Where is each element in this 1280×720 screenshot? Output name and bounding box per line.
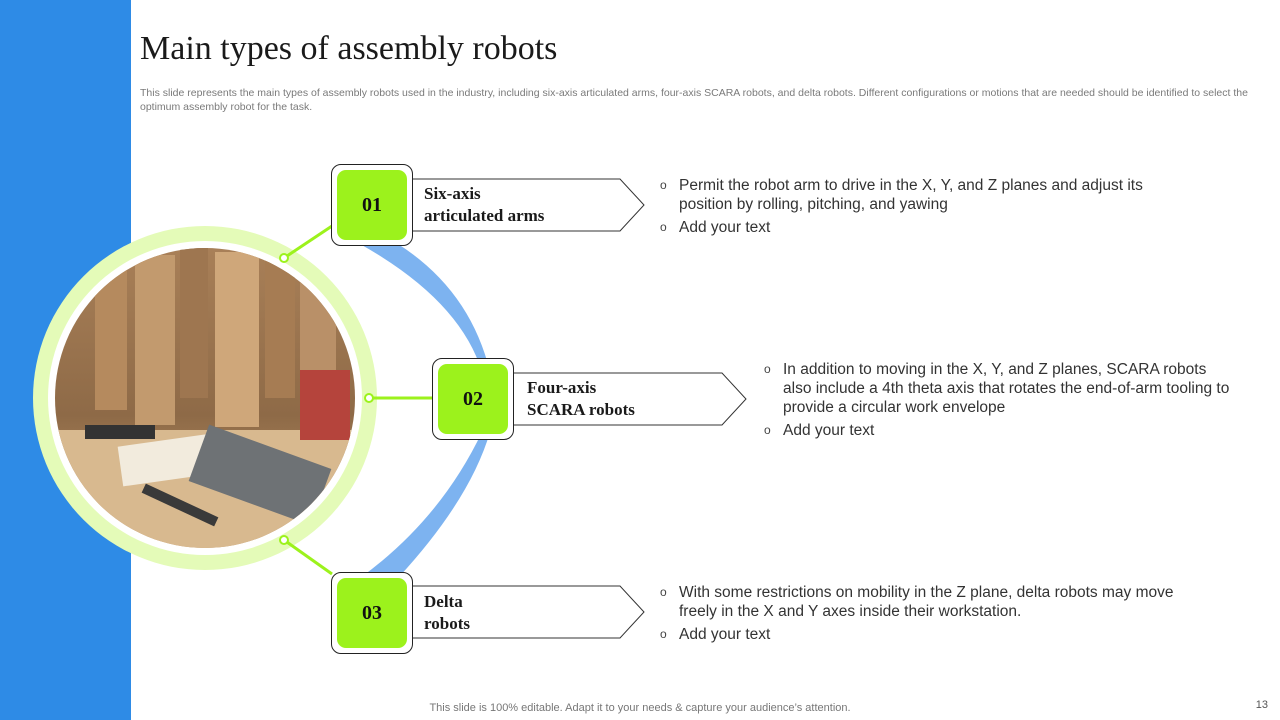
number-badge-03: 03 — [331, 572, 413, 654]
number-badge-02: 02 — [432, 358, 514, 440]
label-arrow-01 — [412, 178, 645, 232]
connector-band — [360, 244, 490, 578]
slide-title: Main types of assembly robots — [140, 30, 558, 67]
number-01: 01 — [337, 170, 407, 240]
label-arrow-03 — [412, 585, 645, 639]
item-label-02: Four-axis SCARA robots — [527, 378, 635, 419]
workshop-photo — [55, 248, 355, 548]
label-arrow-02 — [514, 372, 747, 426]
item-label-01: Six-axis articulated arms — [424, 184, 545, 225]
number-badge-01: 01 — [331, 164, 413, 246]
page-number: 13 — [1255, 699, 1268, 711]
footer-note: This slide is 100% editable. Adapt it to… — [429, 702, 851, 714]
number-02: 02 — [438, 364, 508, 434]
number-03: 03 — [337, 578, 407, 648]
slide-subtitle: This slide represents the main types of … — [140, 87, 1248, 113]
item-label-03: Delta robots — [424, 592, 470, 633]
